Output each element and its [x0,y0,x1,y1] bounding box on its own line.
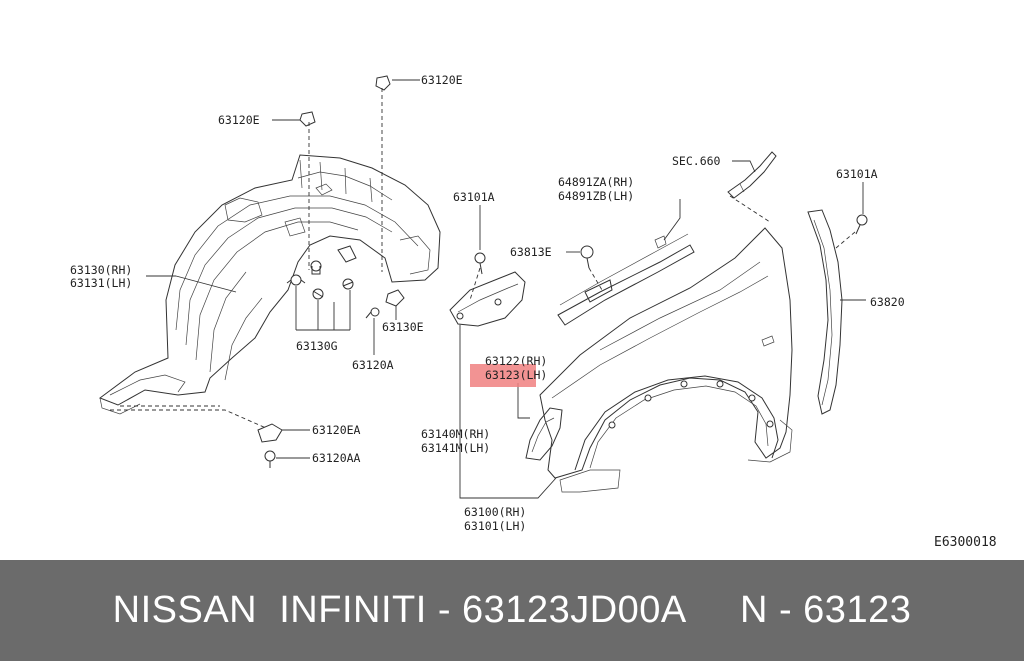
diagram-code: E6300018 [934,535,997,550]
label-63101a-right: 63101A [836,167,878,181]
part-labels: 63120E 63120E 63101A 64891ZA(RH) 64891ZB… [70,73,997,550]
label-63140m-rh: 63140M(RH) [421,427,490,441]
label-63120e-left: 63120E [218,113,260,127]
leader-lines [146,79,866,499]
footer-bar: NISSAN INFINITI - 63123JD00A N - 63123 [0,560,1024,661]
side-cover-63123 [525,407,563,461]
seal-64891za [557,233,695,326]
label-63101-lh: 63101(LH) [464,519,526,533]
label-63120a: 63120A [352,358,394,372]
label-63122-rh: 63122(RH) [485,354,547,368]
assembly-lines [110,88,856,429]
label-63130-rh: 63130(RH) [70,263,132,277]
label-63120aa: 63120AA [312,451,361,465]
sec660-strip [727,151,777,199]
label-63101a-mid: 63101A [453,190,495,204]
front-fender [539,227,793,493]
inner-fender-liner [98,154,441,415]
label-64891za: 64891ZA(RH) [558,175,634,189]
part-number-title: NISSAN INFINITI - 63123JD00A N - 63123 [112,589,912,631]
label-63100-rh: 63100(RH) [464,505,526,519]
label-63120e-top: 63120E [421,73,463,87]
label-64891zb: 64891ZB(LH) [558,189,634,203]
bracket-63140m [449,271,526,327]
label-63141m-lh: 63141M(LH) [421,441,490,455]
label-63131-lh: 63131(LH) [70,276,132,290]
clip-63130g-group [286,245,357,300]
label-sec660: SEC.660 [672,154,721,168]
label-63120ea: 63120EA [312,423,361,437]
label-63123-lh: 63123(LH) [485,368,547,382]
splash-guard-63820 [807,209,843,415]
parts-diagram: 63120E 63120E 63101A 64891ZA(RH) 64891ZB… [70,73,997,550]
fasteners [257,75,868,468]
label-63813e: 63813E [510,245,552,259]
label-63130e: 63130E [382,320,424,334]
label-63820: 63820 [870,295,905,309]
label-63130g: 63130G [296,339,338,353]
part-highlight [470,364,536,387]
